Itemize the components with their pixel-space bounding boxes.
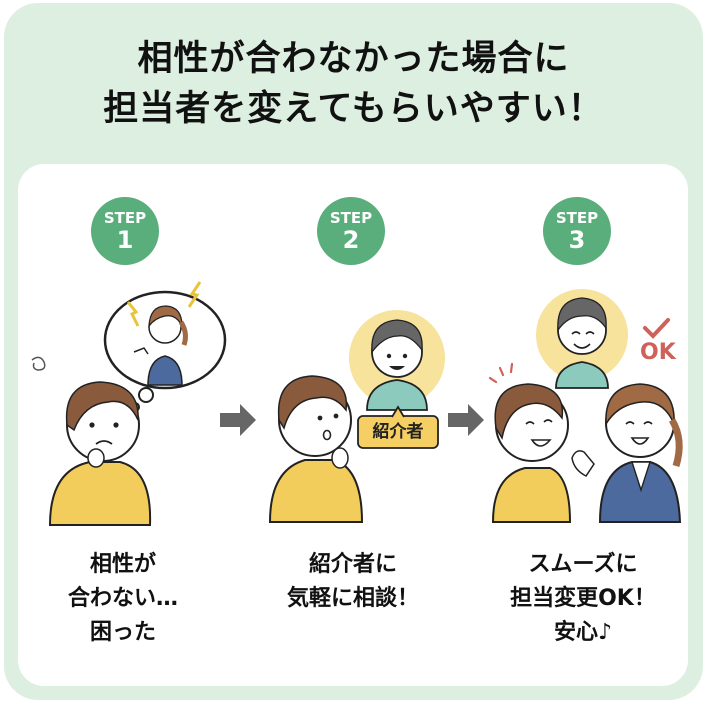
- step-number: 3: [568, 226, 586, 254]
- step-1-badge: STEP 1: [91, 197, 159, 265]
- step-label: STEP: [103, 209, 147, 227]
- step-label: STEP: [555, 209, 599, 227]
- step-2-badge: STEP 2: [317, 197, 385, 265]
- step-3-caption: スムーズに 担当変更OK！ 安心♪: [478, 548, 688, 650]
- title-line-1: 相性が合わなかった場合に: [137, 39, 570, 79]
- caption-line: 相性が: [89, 552, 156, 577]
- introducer-badge: 紹介者: [372, 422, 424, 442]
- caption-line: 紹介者に: [308, 552, 397, 577]
- caption-line: 合わない…: [67, 586, 178, 611]
- caption-line: 困った: [89, 620, 156, 645]
- step-1-caption: 相性が 合わない… 困った: [18, 548, 228, 650]
- caption-line: 安心♪: [553, 620, 613, 645]
- ok-label: OK: [640, 340, 676, 365]
- caption-line: スムーズに: [528, 552, 638, 577]
- step-2-caption: 紹介者に 気軽に相談！: [248, 548, 458, 616]
- title-line-2: 担当者を変えてもらいやすい！: [103, 89, 604, 129]
- step-number: 1: [116, 226, 134, 254]
- caption-line: 担当変更OK！: [510, 586, 656, 611]
- caption-line: 気軽に相談！: [286, 586, 419, 611]
- step-label: STEP: [329, 209, 373, 227]
- arrow-right-icon: [448, 404, 484, 436]
- step-number: 2: [342, 226, 360, 254]
- page-title: 相性が合わなかった場合に 担当者を変えてもらいやすい！: [0, 34, 707, 134]
- arrow-right-icon: [220, 404, 256, 436]
- step-3-badge: STEP 3: [543, 197, 611, 265]
